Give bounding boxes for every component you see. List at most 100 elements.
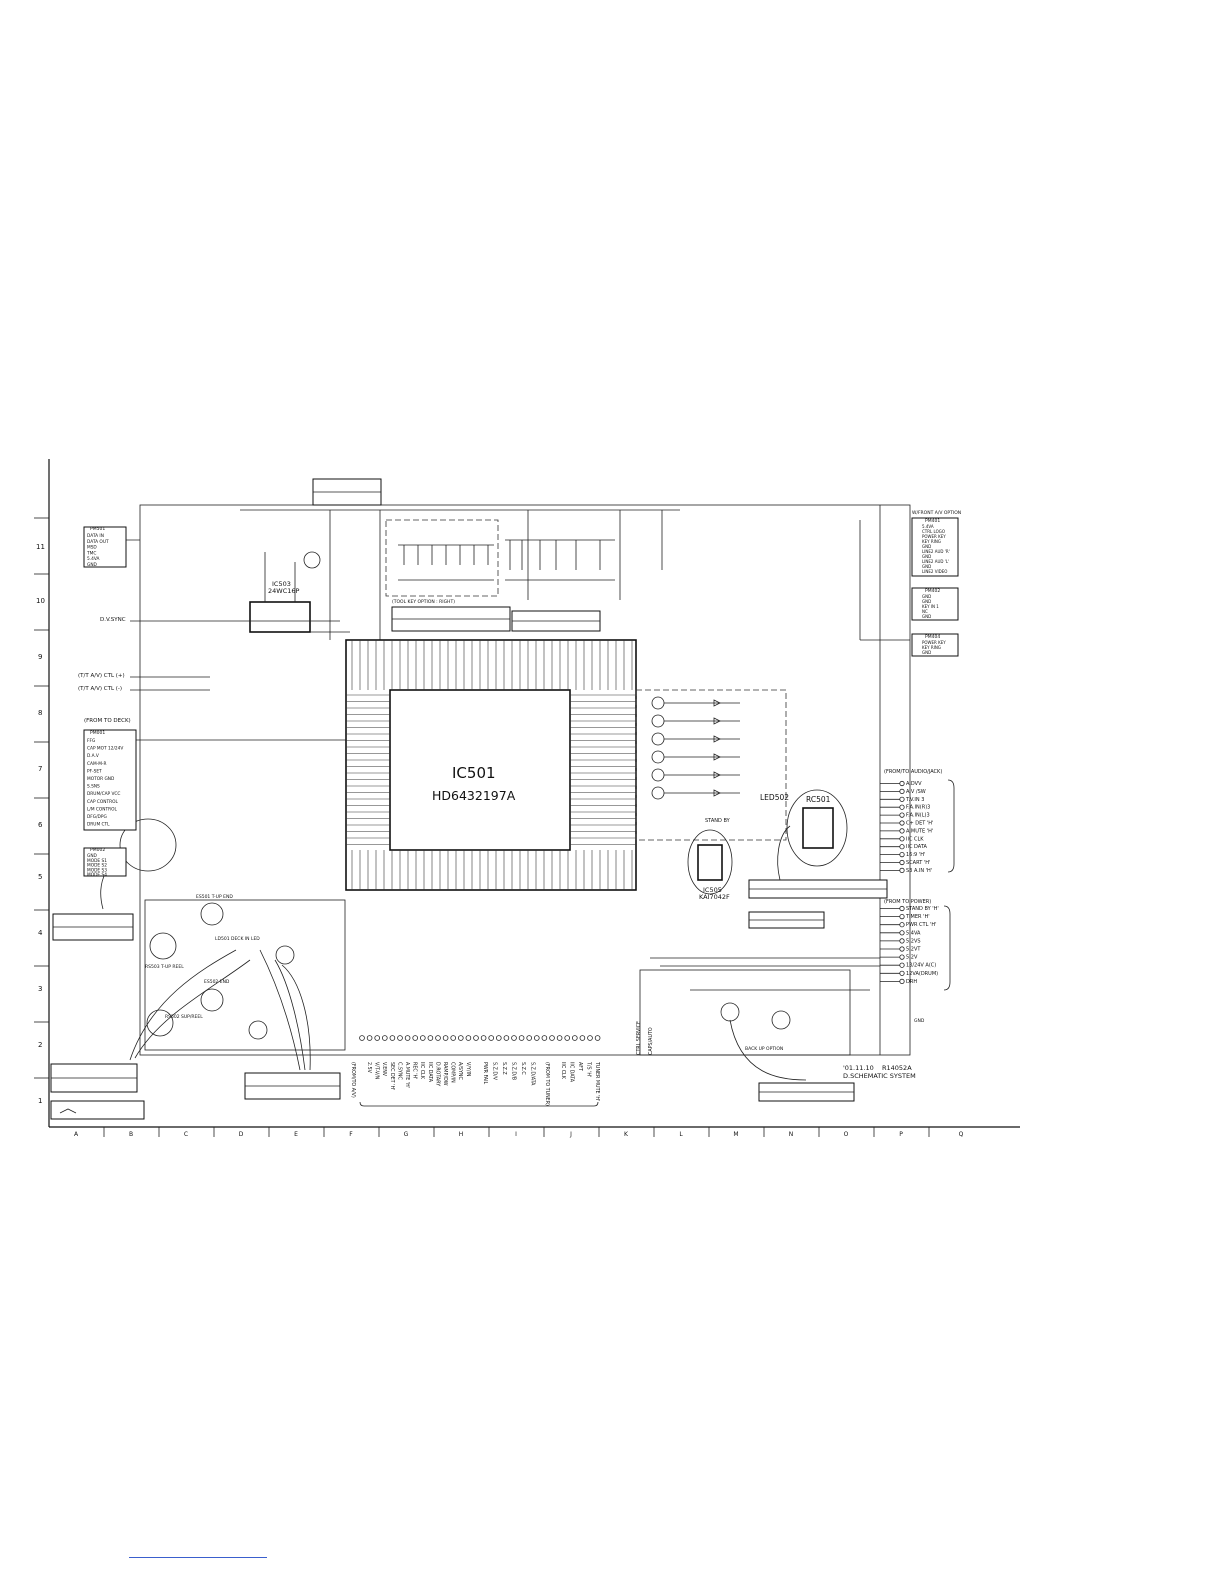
jack-terminal	[899, 836, 905, 842]
row-label: 8	[38, 709, 42, 717]
power-terminal	[899, 913, 905, 920]
bottom-terminal	[526, 1035, 532, 1041]
led-transistor	[651, 732, 665, 746]
board-outline	[139, 504, 911, 1056]
bottom-terminal	[359, 1035, 365, 1041]
top-bus	[240, 509, 910, 641]
back-up-option-block	[639, 969, 851, 1056]
pm402-pin-label: GND	[922, 599, 931, 604]
pm404-pin-label: POWER KEY	[922, 640, 946, 645]
pm001-pin-label: MOTOR GND	[87, 776, 115, 782]
col-label: B	[129, 1131, 133, 1138]
bottom-terminal	[442, 1035, 449, 1041]
col-label: K	[624, 1131, 629, 1138]
pm001-pin-label: CAM-M-R	[87, 761, 106, 767]
pm402-pin-label: KEY IN 1	[922, 604, 939, 609]
ld501-label: LD501 DECK IN LED	[215, 936, 260, 942]
rc501-ref: RC501	[806, 795, 831, 804]
pm401-pin-label: GND	[922, 564, 931, 569]
pm401-pin-label: KEY RING	[922, 539, 941, 544]
sensor-block	[144, 899, 346, 1051]
pm001-pin-label: CAP MOT 12/24V	[87, 746, 123, 752]
es501-label: ES501 T-UP END	[196, 894, 233, 900]
col-label: C	[184, 1131, 188, 1138]
col-label: O	[844, 1131, 849, 1138]
power-signal: 12VA(DRUM)	[906, 971, 938, 977]
jack-terminal	[899, 844, 905, 850]
power-signal: 5.2VS	[906, 938, 921, 944]
bottom-signal: A.MUTE 'H'	[404, 1062, 410, 1088]
pm002-pin-label: MODE S2	[87, 863, 107, 869]
row-label: 4	[38, 929, 43, 937]
pm401-pin-label: POWER KEY	[922, 534, 946, 539]
row-label: 3	[38, 985, 42, 993]
bottom-signal: C.SYNC	[396, 1062, 402, 1080]
ic505-oval	[687, 829, 733, 895]
jack-terminal	[899, 796, 905, 802]
row-label: 2	[38, 1041, 42, 1049]
power-signal: 13/24V A(C)	[906, 963, 936, 969]
pm001-pin-label: PF-SET	[87, 768, 102, 774]
drawing-title: D.SCHEMATIC SYSTEM	[843, 1072, 916, 1080]
bottom-terminal	[374, 1035, 381, 1041]
pm404-pin-label: GND	[922, 650, 931, 655]
bottom-terminal	[480, 1035, 487, 1041]
power-terminal	[899, 930, 905, 936]
power-list: STAND BY 'H'TIMER 'H'PWR CTL 'H'5.4VA5.2…	[880, 905, 939, 985]
bottom-terminal	[594, 1035, 601, 1041]
pm001-title: PM001	[90, 730, 105, 736]
column-ticks	[103, 1127, 930, 1137]
col-label: G	[404, 1131, 409, 1138]
bottom-terminal	[366, 1035, 373, 1041]
pm402-pin-label: GND	[922, 614, 931, 619]
power-signal: 5.2V	[906, 955, 918, 961]
bottom-signal: S.Z.Z	[501, 1062, 507, 1075]
bottom-terminal	[511, 1035, 517, 1041]
power-terminal	[899, 905, 905, 912]
bottom-signal: IIC DATA	[427, 1062, 433, 1083]
row-label: 6	[38, 821, 43, 829]
drawing-code: R14052A	[882, 1064, 912, 1072]
pm002-pin-label: MODE S4	[87, 872, 107, 878]
ic503-eeprom	[249, 601, 311, 633]
tool-key-option-block	[385, 519, 499, 597]
jack-terminal	[899, 828, 905, 834]
col-label: P	[899, 1131, 903, 1138]
pm001-pin-label: S.SNS	[87, 784, 100, 790]
bottom-terminal	[450, 1035, 457, 1041]
pm404-pin-label: KEY RING	[922, 645, 941, 650]
power-terminal	[899, 938, 905, 944]
pm002-pin-label: GND	[87, 853, 98, 859]
bottom-signal: COMP/IN	[450, 1062, 456, 1083]
jack-terminal	[899, 812, 905, 818]
pm401-pin-label: GND	[922, 544, 931, 549]
led-rows	[651, 696, 740, 800]
power-terminal	[899, 970, 905, 976]
jack-terminal	[899, 859, 905, 866]
audio-jack-signal: T.V.IN 3	[905, 797, 924, 803]
row-label: 9	[38, 653, 42, 661]
audio-jack-header: (FROM/TO AUDIO/JACK)	[884, 769, 942, 775]
power-terminal	[899, 954, 905, 960]
bottom-signal: S.Z.D/V	[492, 1062, 498, 1081]
pm401-pin-label: 5.4VA	[922, 524, 934, 529]
led-diode	[713, 789, 721, 797]
pm402-pin-label: GND	[922, 594, 931, 599]
audio-jack-signal: A.DVV	[906, 781, 922, 787]
bottom-terminal	[457, 1035, 464, 1041]
es502-label: ES502 END	[204, 979, 230, 985]
bottom-signal: CAPS/AUTO	[648, 1027, 654, 1055]
bottom-signal: IIC CLK	[419, 1062, 425, 1080]
pm501-title: PM501	[90, 526, 105, 532]
audio-jack-signal: SCART 'H'	[906, 860, 930, 866]
col-label: F	[349, 1131, 353, 1138]
ctl-plus-label: (T/T A/V) CTL (+)	[78, 673, 125, 679]
power-terminal	[899, 922, 905, 928]
rs502-label: RS502 SUP/REEL	[165, 1014, 203, 1020]
jack-terminal	[899, 780, 905, 787]
footer-link-underline	[129, 1557, 267, 1558]
